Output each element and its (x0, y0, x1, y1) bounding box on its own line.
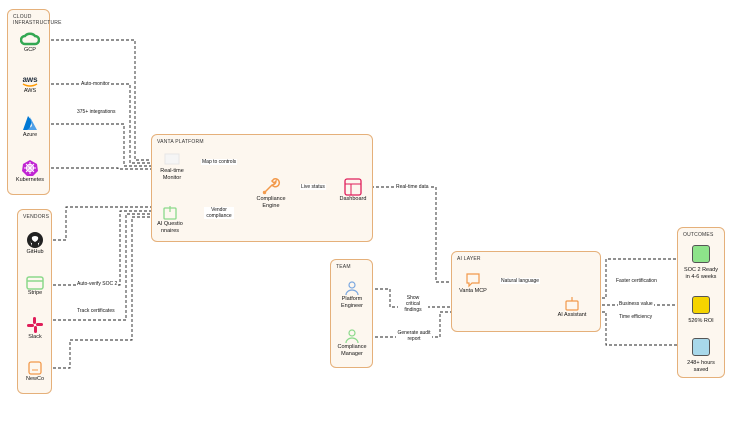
azure-icon (23, 116, 37, 130)
stripe-node[interactable]: Stripe (18, 276, 52, 297)
vanta-platform-group: VANTA PLATFORM (151, 134, 373, 242)
compliance-manager-label: Compliance Manager (337, 344, 367, 357)
realtime-monitor-label: Real-time Monitor (160, 168, 184, 181)
soc2-status-swatch (692, 245, 710, 263)
kubernetes-label: Kubernetes (15, 177, 45, 183)
platform-engineer-label: Platform Engineer (340, 296, 364, 309)
github-label: GitHub (26, 249, 44, 255)
slack-node[interactable]: Slack (18, 316, 52, 341)
soc2-label: SOC 2 Ready in 4-6 weeks (684, 267, 718, 280)
gcp-cloud-icon (20, 32, 40, 46)
edge-label-show-critical: Show critical findings (398, 295, 428, 313)
roi-outcome-node[interactable]: 526% ROI (680, 296, 722, 325)
edge-label-realtime-data: Real-time data (395, 184, 430, 190)
edge-label-map-to-controls: Map to controls (201, 159, 238, 165)
compliance-engine-node[interactable]: Compliance Engine (253, 176, 289, 210)
hours-status-swatch (692, 338, 710, 356)
soc2-outcome-node[interactable]: SOC 2 Ready in 4-6 weeks (680, 245, 722, 281)
slack-icon (27, 317, 43, 333)
person-icon (345, 281, 359, 296)
edge-label-live-status: Live status (300, 184, 326, 190)
ai-questionnaires-node[interactable]: AI Questionnaires (152, 205, 188, 235)
team-group: TEAM (330, 259, 373, 368)
dashboard-node[interactable]: Dashboard (335, 178, 371, 203)
wrench-icon (262, 178, 281, 195)
edge-label-natural-language: Natural language (500, 278, 541, 284)
ai-assistant-node[interactable]: AI Assistant (554, 296, 590, 319)
building-icon (28, 361, 42, 375)
person-icon (345, 329, 359, 344)
assistant-icon (565, 297, 579, 311)
ai-questionnaires-label: AI Questionnaires (157, 221, 183, 234)
edge-label-vendor-compliance: Vendor compliance (204, 207, 234, 219)
ai-layer-group: AI LAYER (451, 251, 601, 332)
hours-label: 248+ hours saved (687, 360, 715, 373)
group-title: CLOUD INFRASTRUCTURE (13, 14, 62, 26)
platform-engineer-node[interactable]: Platform Engineer (333, 280, 371, 310)
github-node[interactable]: GitHub (18, 231, 52, 256)
group-title: VENDORS (23, 214, 50, 220)
edge-label-auto-monitor: Auto-monitor (80, 81, 111, 87)
edge-label-business-value: Business value (618, 301, 654, 307)
vanta-mcp-label: Vanta MCP (459, 288, 487, 294)
hours-outcome-node[interactable]: 248+ hours saved (680, 338, 722, 374)
edge-label-integrations: 375+ integrations (76, 109, 117, 115)
edge-label-generate-audit: Generate audit report (396, 330, 432, 342)
gcp-label: GCP (24, 47, 36, 53)
dashboard-icon (344, 178, 362, 196)
questionnaire-icon (163, 206, 177, 220)
group-title: TEAM (336, 264, 351, 270)
edge-label-track-certificates: Track certificates (76, 308, 116, 314)
newco-label: NewCo (25, 376, 45, 382)
aws-node[interactable]: aws AWS (11, 74, 49, 95)
compliance-engine-label: Compliance Engine (256, 196, 286, 209)
roi-status-swatch (692, 296, 710, 314)
kubernetes-node[interactable]: Kubernetes (9, 159, 51, 184)
azure-label: Azure (22, 132, 38, 138)
group-title: OUTCOMES (683, 232, 714, 238)
github-icon (27, 232, 43, 248)
edge-label-time-efficiency: Time efficiency (618, 314, 654, 320)
group-title: VANTA PLATFORM (157, 139, 204, 145)
azure-node[interactable]: Azure (11, 114, 49, 139)
slack-label: Slack (28, 334, 42, 340)
svg-text:aws: aws (22, 75, 38, 84)
chat-icon (466, 273, 480, 288)
aws-label: AWS (23, 88, 37, 94)
group-title: AI LAYER (457, 256, 481, 262)
vanta-mcp-node[interactable]: Vanta MCP (455, 272, 491, 295)
monitor-icon (164, 153, 180, 165)
roi-label: 526% ROI (688, 318, 714, 324)
aws-icon: aws (22, 75, 38, 87)
kubernetes-wheel-icon (22, 160, 38, 176)
edge-label-auto-verify: Auto-verify SOC 2 (76, 281, 119, 287)
realtime-monitor-node[interactable]: Real-time Monitor (154, 152, 190, 182)
edge-label-faster-certification: Faster certification (615, 278, 658, 284)
gcp-node[interactable]: GCP (11, 31, 49, 54)
ai-assistant-label: AI Assistant (557, 312, 587, 318)
card-icon (26, 276, 44, 290)
dashboard-label: Dashboard (339, 196, 367, 202)
compliance-manager-node[interactable]: Compliance Manager (333, 328, 371, 358)
newco-node[interactable]: NewCo (18, 360, 52, 383)
stripe-label: Stripe (27, 290, 43, 296)
